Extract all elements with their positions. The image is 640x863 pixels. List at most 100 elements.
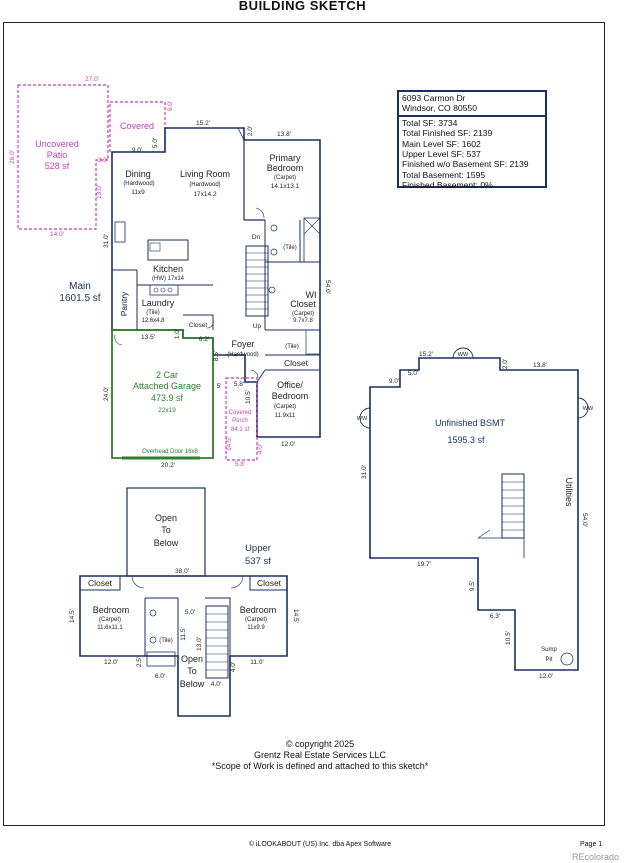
dining-name: Dining bbox=[125, 169, 151, 179]
address-block: 6093 Carmon Dr Windsor, CO 80550 bbox=[399, 92, 545, 117]
upper-dim-top: 38.0' bbox=[175, 568, 189, 575]
ww-right: WW bbox=[583, 406, 594, 412]
patio-name-1: Uncovered bbox=[35, 139, 79, 149]
upper-level-sf: 537 sf bbox=[245, 556, 271, 567]
porch-dim-top: 5.8' bbox=[234, 381, 244, 388]
main-dim-top: 15.2' bbox=[196, 120, 210, 127]
patio-dim-inner-v: 13.0' bbox=[96, 185, 103, 199]
living-size: 17x14.2 bbox=[193, 191, 217, 198]
laundry-sub: (Tile) bbox=[146, 310, 159, 316]
dining-sub: (Hardwood) bbox=[123, 181, 154, 187]
upper-dim-bl2: 6.0' bbox=[155, 673, 165, 680]
summary-line: Total Finished SF: 2139 bbox=[402, 128, 493, 139]
open-top-1: Open bbox=[155, 513, 177, 523]
summary-line: Total SF: 3734 bbox=[402, 117, 458, 128]
wi-closet-name-1: WI bbox=[306, 290, 317, 300]
bed-left-sub: (Carpet) bbox=[99, 617, 121, 623]
bed-right-name: Bedroom bbox=[240, 605, 277, 615]
main-dim-notch: 2.0' bbox=[247, 126, 254, 136]
living-name: Living Room bbox=[180, 169, 230, 179]
dining-size: 11x9 bbox=[131, 189, 145, 196]
main-level-label: Main bbox=[69, 281, 91, 292]
upper-dim-notch-r: 4.0' bbox=[230, 662, 237, 672]
foyer-dim-v2: 5' bbox=[217, 383, 222, 390]
closet-right: Closet bbox=[257, 578, 282, 588]
porch-dim-bottom: 5.8' bbox=[235, 461, 245, 468]
upper-dim-notch-l: 2.5' bbox=[136, 657, 143, 667]
upper-dim-right: 14.5' bbox=[292, 609, 299, 623]
sump-2: Pit bbox=[545, 657, 552, 663]
summary-line: Upper Level SF: 537 bbox=[402, 149, 481, 160]
upper-level-plan bbox=[79, 487, 288, 717]
bsmt-dim-right: 54.0' bbox=[581, 513, 588, 527]
living-sub: (Hardwood) bbox=[189, 182, 220, 188]
bsmt-dim-lower-v: 9.5' bbox=[469, 581, 476, 591]
bsmt-dim-step3: 2.0' bbox=[502, 359, 509, 369]
upper-level-label: Upper bbox=[245, 543, 271, 554]
bed-right-size: 11x9.9 bbox=[247, 625, 265, 631]
open-top-2: To bbox=[161, 525, 171, 535]
office-name-1: Office/ bbox=[277, 380, 303, 390]
bsmt-dim-lower-h: 6.3' bbox=[490, 613, 500, 620]
covered-porch-outline bbox=[225, 377, 258, 461]
open-stair-2: To bbox=[187, 666, 197, 676]
bsmt-dim-top-left: 15.2' bbox=[419, 351, 433, 358]
primary-size: 14.1x13.1 bbox=[271, 183, 300, 190]
property-summary-box: 6093 Carmon Dr Windsor, CO 80550 Total S… bbox=[397, 90, 547, 191]
basement-outline bbox=[369, 357, 579, 671]
upper-stair-v: 11.5' bbox=[180, 627, 187, 640]
bsmt-name: Unfinished BSMT bbox=[435, 418, 506, 428]
bsmt-dim-left: 31.0' bbox=[361, 465, 368, 479]
open-top-3: Below bbox=[154, 538, 179, 548]
garage-sf: 473.9 sf bbox=[151, 393, 184, 403]
main-dim-bottom-right: 12.0' bbox=[281, 441, 295, 448]
covered-dim-bottom: 9.0' bbox=[132, 147, 142, 154]
garage-door: Overhead Door 16x8 bbox=[142, 449, 198, 455]
bsmt-utilities: Utilities bbox=[564, 477, 574, 507]
garage-name-1: 2 Car bbox=[156, 370, 178, 380]
sump-1: Sump bbox=[541, 647, 557, 653]
copyright-line-1: © copyright 2025 bbox=[285, 739, 355, 749]
office-sub: (Carpet) bbox=[274, 404, 296, 410]
closet-foyer-name: Closet bbox=[284, 358, 309, 368]
basement-plan bbox=[359, 347, 589, 671]
brand-watermark: REcolorado bbox=[572, 852, 620, 862]
summary-line: Finished Basement: 0% bbox=[402, 180, 493, 191]
porch-dim-left: 14.5' bbox=[226, 437, 233, 451]
main-dim-left: 31.0' bbox=[103, 234, 110, 248]
porch-sf: 84.1 sf bbox=[231, 427, 249, 433]
patio-dim-top: 27.0' bbox=[85, 76, 99, 83]
patio-name-2: Patio bbox=[47, 150, 68, 160]
covered-patio-name: Covered bbox=[120, 121, 154, 131]
porch-name-1: Covered bbox=[229, 410, 252, 416]
upper-stair-h: 13.0' bbox=[196, 637, 203, 651]
sketch-frame bbox=[3, 22, 605, 826]
patio-dim-bottom: 14.0' bbox=[50, 231, 64, 238]
stairs-up: Up bbox=[253, 323, 262, 330]
bsmt-dim-bottom-left: 19.7' bbox=[417, 561, 431, 568]
uncovered-patio-outline bbox=[17, 84, 109, 230]
pantry-name: Pantry bbox=[119, 291, 129, 316]
kitchen-name: Kitchen bbox=[153, 264, 183, 274]
bed-left-name: Bedroom bbox=[93, 605, 130, 615]
open-stair-1: Open bbox=[181, 654, 203, 664]
closet-dim-b: 6.2' bbox=[199, 336, 209, 343]
software-credit: © iLOOKABOUT (US) Inc. dba Apex Software bbox=[248, 841, 392, 848]
patio-dim-left: 26.0' bbox=[9, 150, 16, 164]
wi-closet-size: 9.7x7.8 bbox=[293, 318, 313, 324]
garage-size: 22x19 bbox=[158, 407, 176, 414]
upper-dim-bottom-right: 11.0' bbox=[250, 659, 263, 666]
bsmt-dim-bottom-right: 12.0' bbox=[539, 673, 553, 680]
primary-name-2: Bedroom bbox=[267, 163, 304, 173]
wi-closet-name-2: Closet bbox=[290, 299, 316, 309]
covered-dim-right: 5.0' bbox=[152, 138, 159, 148]
open-stair-3: Below bbox=[180, 679, 205, 689]
kitchen-sub: (HW) 17x14 bbox=[152, 276, 185, 282]
primary-name-1: Primary bbox=[270, 153, 301, 163]
foyer-sub: (Hardwood) bbox=[227, 352, 258, 358]
upper-outline bbox=[79, 575, 288, 717]
patio-sf: 528 sf bbox=[45, 161, 70, 171]
main-level-sf: 1601.5 sf bbox=[59, 293, 100, 304]
tile-a: (Tile) bbox=[283, 245, 296, 251]
